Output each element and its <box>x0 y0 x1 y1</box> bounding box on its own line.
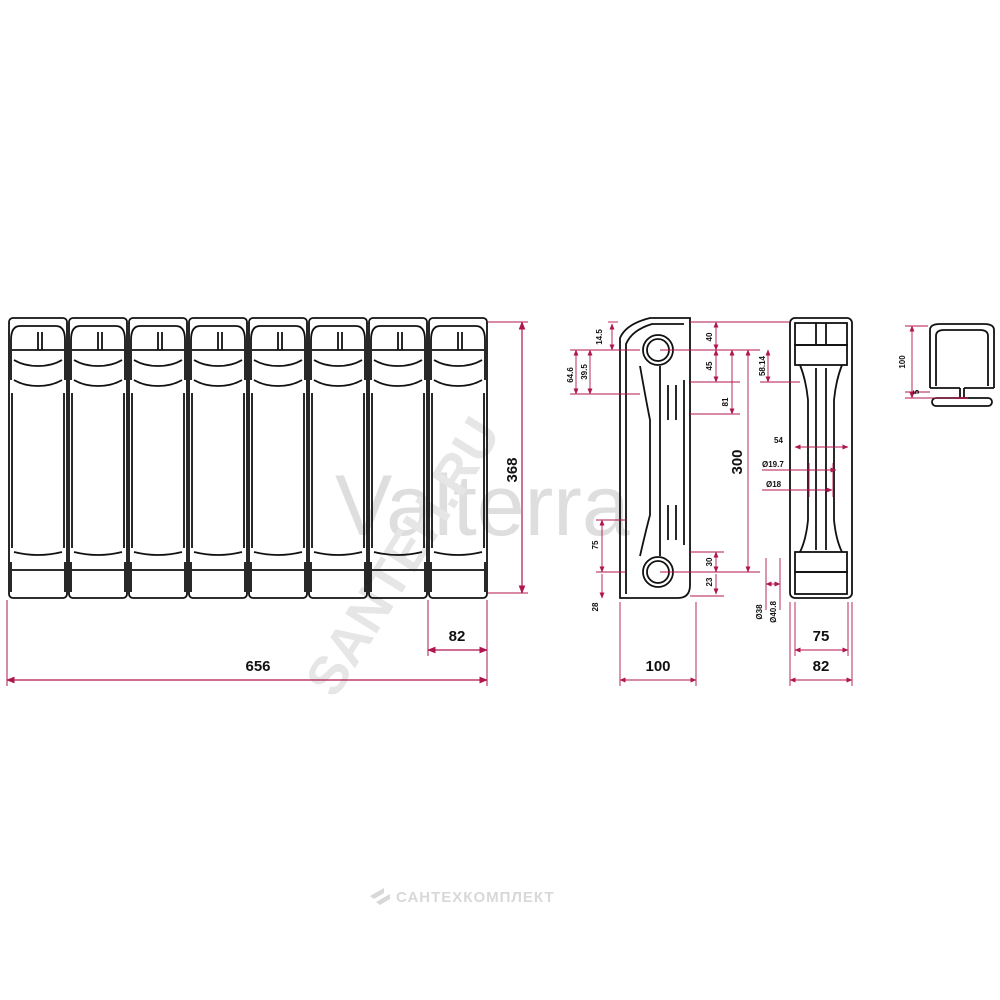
radiator-section <box>128 317 188 599</box>
total-width-dimension: 656 <box>6 600 488 686</box>
profile-gap-label: 5 <box>912 389 921 394</box>
radiator-section <box>428 317 488 599</box>
side-profile <box>619 317 691 599</box>
footer-text: САНТЕХКОМПЛЕКТ <box>396 889 555 906</box>
dim-18: Ø18 <box>766 480 782 489</box>
profile-view: 100 5 <box>898 323 995 407</box>
end-dimension-lines <box>760 321 853 686</box>
height-label: 368 <box>504 457 521 482</box>
dim-39-5: 39.5 <box>580 364 589 380</box>
radiator-section <box>8 317 68 599</box>
watermark: Valterra SANTEH.RU <box>294 407 630 706</box>
end-profile <box>789 317 853 599</box>
end-view: 58.14 54 Ø19.7 Ø18 Ø38 Ø40.8 75 82 <box>755 317 853 686</box>
radiator-sections <box>8 317 488 599</box>
depth-label: 100 <box>645 658 670 675</box>
radiator-section <box>68 317 128 599</box>
dim-23: 23 <box>705 577 714 586</box>
section-width-dimension: 82 <box>427 600 488 686</box>
front-view: 368 82 656 <box>6 317 528 686</box>
profile-dimension-lines <box>905 325 968 399</box>
footer: САНТЕХКОМПЛЕКТ <box>370 888 555 906</box>
dim-75: 75 <box>591 540 600 549</box>
watermark-brand: Valterra <box>335 458 630 554</box>
radiator-section <box>368 317 428 599</box>
section-width-label: 82 <box>449 628 466 645</box>
radiator-section <box>308 317 368 599</box>
sk-logo-icon <box>370 888 390 905</box>
dim-58-14: 58.14 <box>758 355 767 376</box>
watermark-site: SANTEH.RU <box>294 407 512 706</box>
dim-19-7: Ø19.7 <box>762 460 784 469</box>
total-width-label: 656 <box>245 658 270 675</box>
inner-width-label: 75 <box>813 628 830 645</box>
outer-width-label: 82 <box>813 658 830 675</box>
dim-40: 40 <box>705 332 714 341</box>
radiator-section <box>188 317 248 599</box>
dim-45: 45 <box>705 361 714 370</box>
side-view: 14.5 40 39.5 64.6 45 81 300 75 30 23 28 … <box>566 317 760 686</box>
dim-64-6: 64.6 <box>566 367 575 383</box>
dim-30: 30 <box>705 557 714 566</box>
dim-54: 54 <box>774 436 783 445</box>
profile-height-label: 100 <box>898 355 907 369</box>
radiator-section <box>248 317 308 599</box>
dim-81: 81 <box>721 397 730 406</box>
side-dimension-lines <box>570 321 760 686</box>
dim-40-8: Ø40.8 <box>769 601 778 623</box>
dim-14-5: 14.5 <box>595 329 604 345</box>
dim-28: 28 <box>591 602 600 611</box>
dim-38: Ø38 <box>755 604 764 620</box>
profile-shape <box>929 323 995 407</box>
height-dimension: 368 <box>488 321 528 594</box>
axis-distance-label: 300 <box>729 449 746 474</box>
